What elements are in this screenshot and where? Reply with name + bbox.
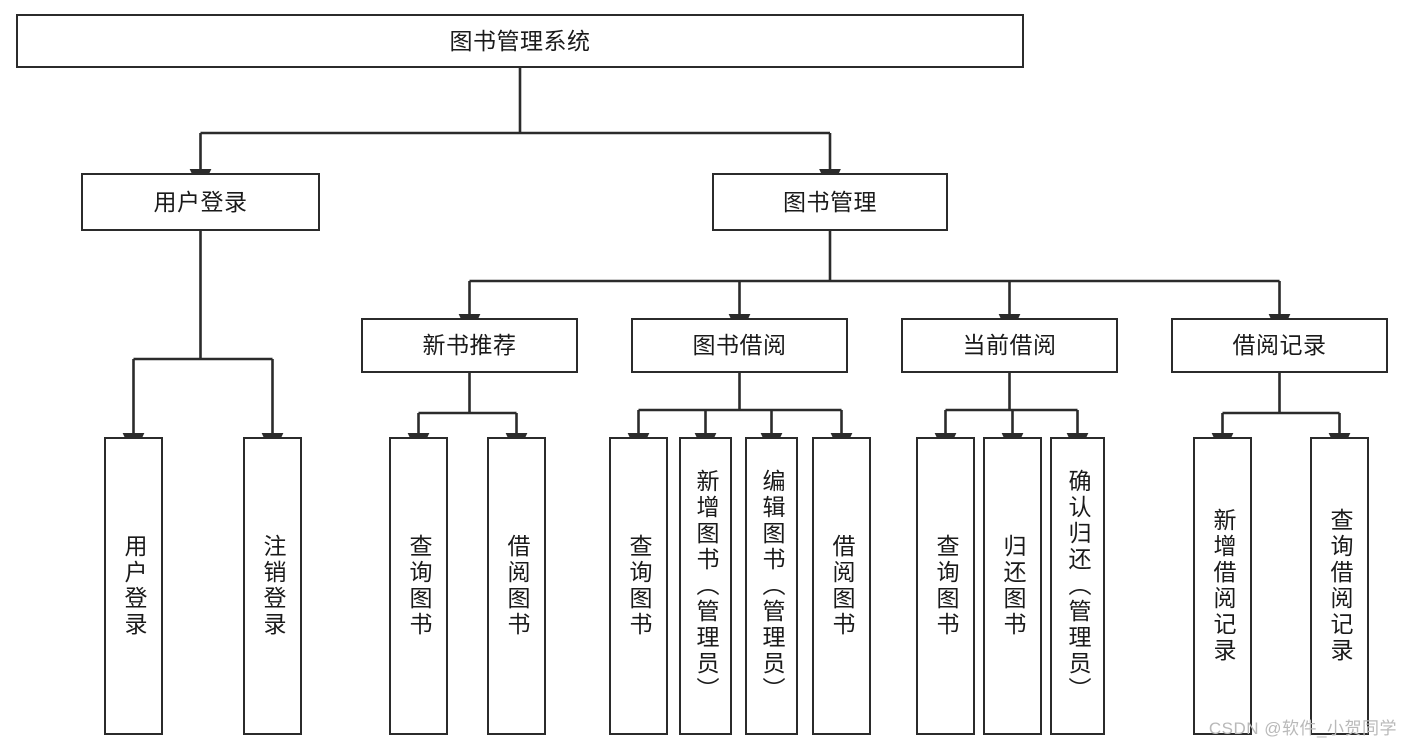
node-login[interactable]: 用户登录 [81,173,320,231]
node-leaf-query-book-3[interactable]: 查询图书 [916,437,975,735]
node-records[interactable]: 借阅记录 [1171,318,1388,373]
node-leaf-logout[interactable]: 注销登录 [243,437,302,735]
node-leaf-add-record[interactable]: 新增借阅记录 [1193,437,1252,735]
node-label: 确认归还（管理员） [1065,469,1091,703]
node-current[interactable]: 当前借阅 [901,318,1118,373]
node-label: 查询图书 [406,534,432,638]
node-label: 借阅记录 [1232,332,1327,359]
node-label: 借阅图书 [504,534,530,638]
node-label: 查询图书 [933,534,959,638]
node-leaf-add-book[interactable]: 新增图书（管理员） [679,437,732,735]
node-label: 用户登录 [121,534,147,638]
node-label: 注销登录 [260,534,286,638]
node-leaf-borrow-book-1[interactable]: 借阅图书 [487,437,546,735]
node-label: 编辑图书（管理员） [759,469,785,703]
node-borrow[interactable]: 图书借阅 [631,318,848,373]
node-label: 用户登录 [153,188,248,215]
node-newbook[interactable]: 新书推荐 [361,318,578,373]
node-root[interactable]: 图书管理系统 [16,14,1024,68]
node-leaf-user-login[interactable]: 用户登录 [104,437,163,735]
node-leaf-query-record[interactable]: 查询借阅记录 [1310,437,1369,735]
node-label: 借阅图书 [829,534,855,638]
node-label: 查询图书 [626,534,652,638]
node-label: 当前借阅 [962,332,1057,359]
node-label: 新增图书（管理员） [693,469,719,703]
node-leaf-return-book[interactable]: 归还图书 [983,437,1042,735]
node-leaf-query-book-2[interactable]: 查询图书 [609,437,668,735]
node-label: 查询借阅记录 [1327,508,1353,664]
node-leaf-query-book-1[interactable]: 查询图书 [389,437,448,735]
node-leaf-borrow-book-2[interactable]: 借阅图书 [812,437,871,735]
node-label: 图书管理 [783,188,877,215]
node-label: 图书借阅 [692,332,787,359]
edges [122,68,1351,457]
watermark: CSDN @软件_小贺同学 [1208,719,1397,738]
node-label: 新增借阅记录 [1210,508,1236,664]
node-label: 新书推荐 [422,332,517,359]
node-bookmgmt[interactable]: 图书管理 [712,173,948,231]
node-leaf-confirm-return[interactable]: 确认归还（管理员） [1050,437,1105,735]
node-leaf-edit-book[interactable]: 编辑图书（管理员） [745,437,798,735]
node-label: 图书管理系统 [449,27,591,54]
node-label: 归还图书 [1000,534,1026,638]
